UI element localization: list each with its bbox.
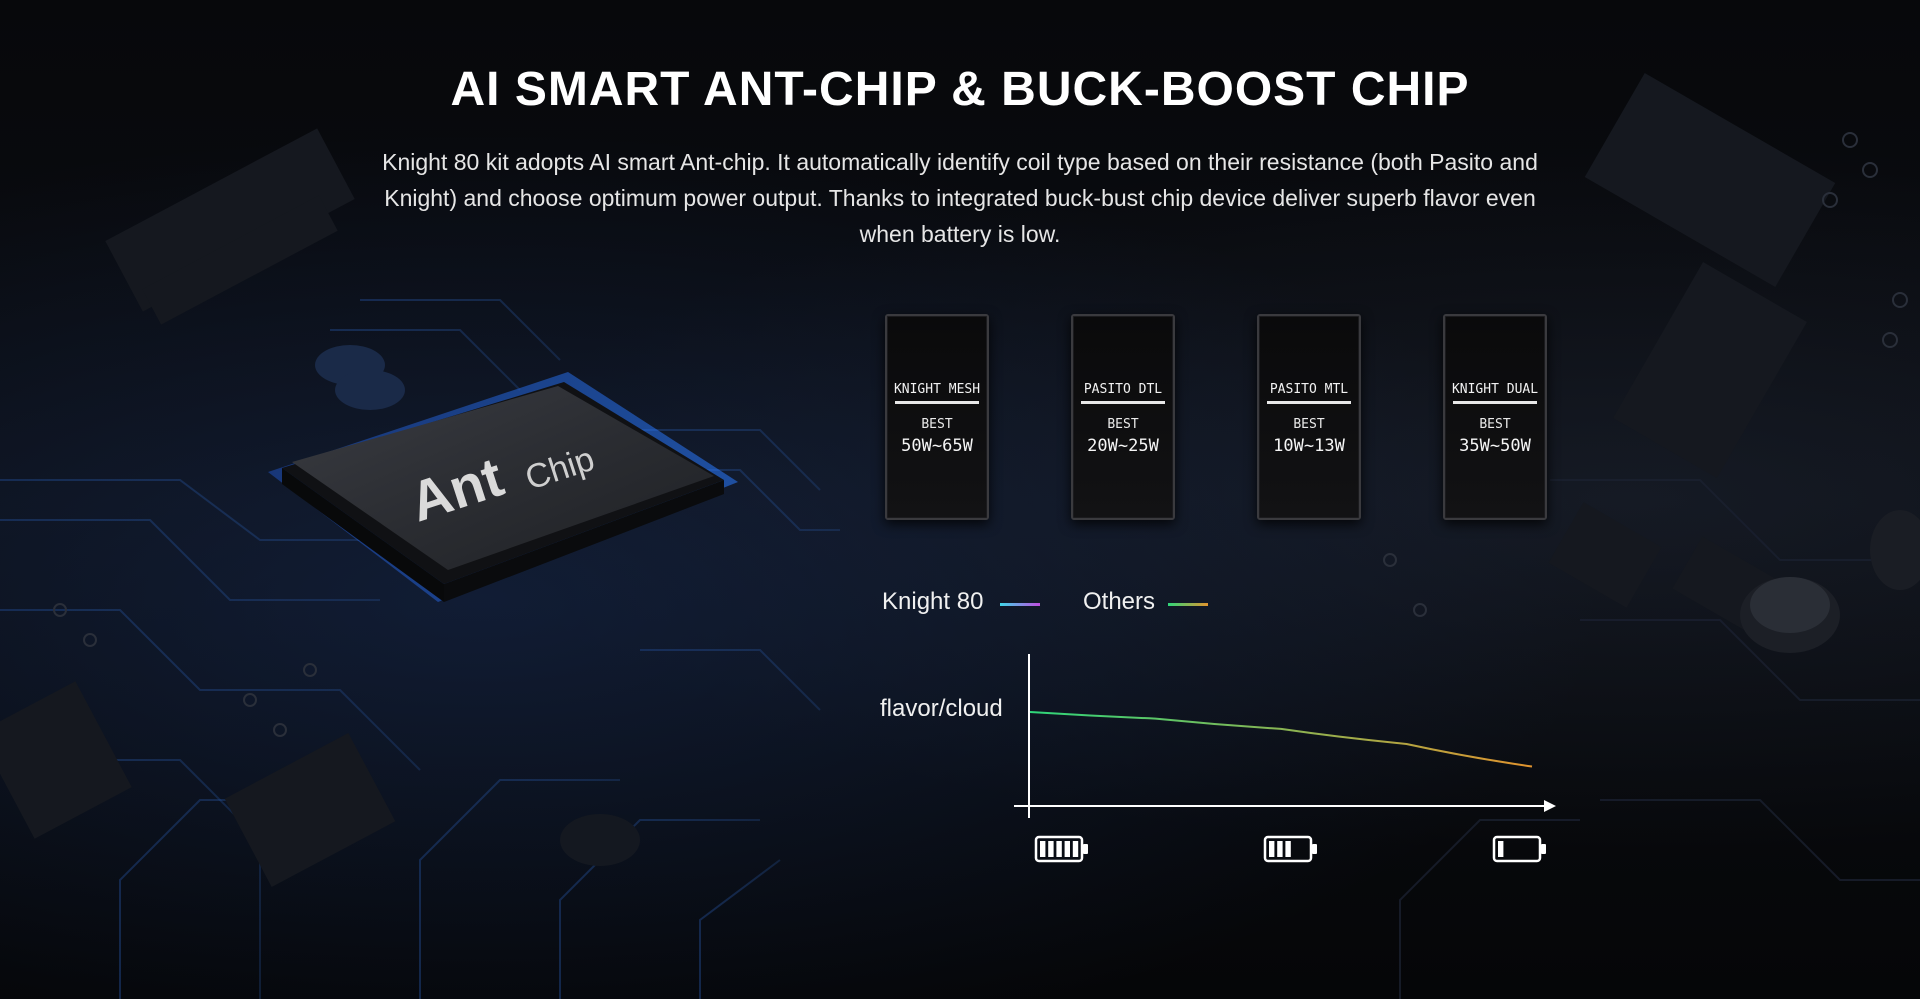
coil-name: PASITO MTL: [1269, 382, 1349, 397]
y-axis-label: flavor/cloud: [880, 695, 1003, 722]
battery-cell: [1285, 841, 1291, 857]
battery-cell: [1064, 841, 1070, 857]
coil-screen-pasito-dtl: PASITO DTL BEST 20W~25W: [1071, 314, 1175, 520]
legend-label-others: Others: [1083, 588, 1156, 615]
feature-description: Knight 80 kit adopts AI smart Ant-chip. …: [382, 149, 1538, 247]
coil-screen-knight-dual: KNIGHT DUAL BEST 35W~50W: [1443, 314, 1547, 520]
coil-screen-pasito-mtl: PASITO MTL BEST 10W~13W: [1257, 314, 1361, 520]
screen-divider: [1453, 401, 1537, 404]
flavor-battery-chart: [1014, 654, 1556, 818]
battery-cell: [1072, 841, 1079, 857]
best-label: BEST: [921, 417, 953, 432]
power-range: 35W~50W: [1459, 436, 1531, 456]
x-axis-arrow: [1544, 800, 1556, 812]
coil-name: KNIGHT MESH: [893, 382, 981, 397]
battery-cell: [1040, 841, 1046, 857]
coil-screen-knight-mesh: KNIGHT MESH BEST 50W~65W: [885, 314, 989, 520]
legend-swatch-others: [1168, 603, 1208, 606]
best-label: BEST: [1479, 417, 1511, 432]
best-label: BEST: [1107, 417, 1139, 432]
best-label: BEST: [1293, 417, 1325, 432]
battery-cell: [1056, 841, 1062, 857]
battery-full-icon: [1034, 835, 1088, 863]
battery-half-icon: [1263, 835, 1317, 863]
power-range: 20W~25W: [1087, 436, 1159, 456]
battery-cell: [1277, 841, 1283, 857]
battery-low-icon: [1492, 835, 1546, 863]
screen-divider: [1267, 401, 1351, 404]
power-range: 50W~65W: [901, 436, 973, 456]
battery-cell: [1269, 841, 1275, 857]
coil-name: PASITO DTL: [1083, 382, 1163, 397]
coil-detection-screens: KNIGHT MESH BEST 50W~65W PASITO DTL BEST…: [885, 314, 1550, 520]
legend-label-knight80: Knight 80: [882, 588, 984, 615]
battery-cell: [1498, 841, 1504, 857]
legend-swatch-knight80: [1000, 603, 1040, 606]
screen-divider: [1081, 401, 1165, 404]
power-range: 10W~13W: [1273, 436, 1345, 456]
series-line-others: [1029, 711, 1533, 768]
battery-cell: [1048, 841, 1054, 857]
screen-divider: [895, 401, 979, 404]
ant-chip-illustration: Ant Chip: [268, 372, 738, 642]
coil-name: KNIGHT DUAL: [1451, 382, 1539, 397]
page-title: AI SMART ANT-CHIP & BUCK-BOOST CHIP: [450, 63, 1470, 116]
